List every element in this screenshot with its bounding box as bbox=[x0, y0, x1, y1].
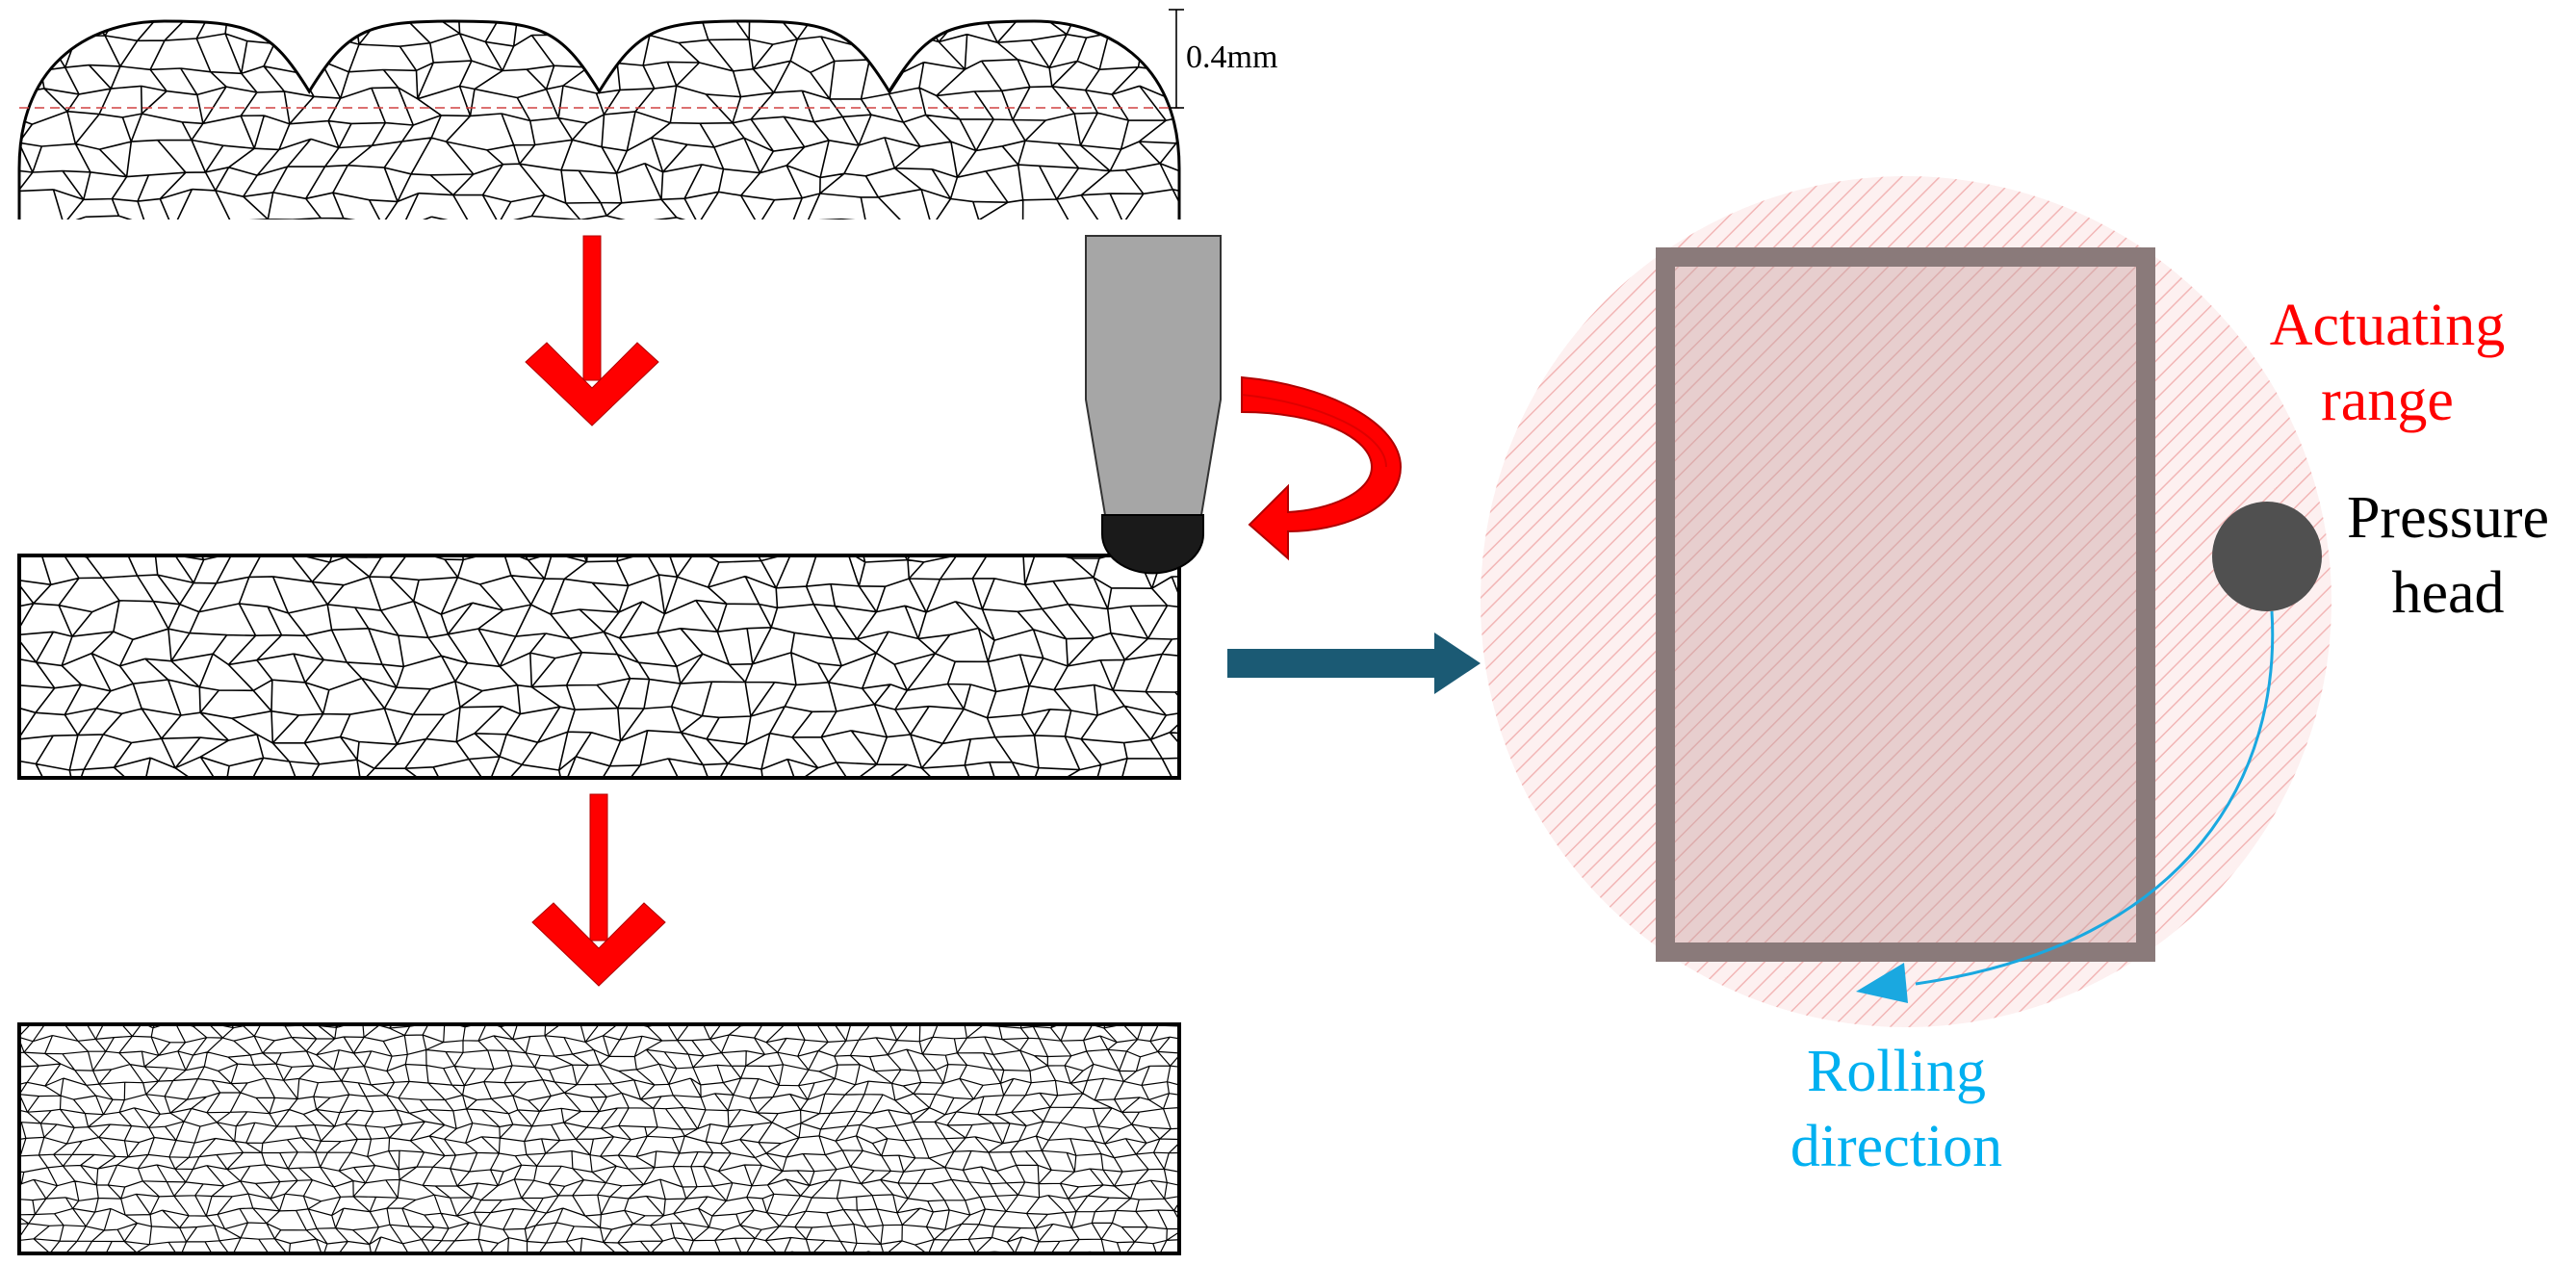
curved-rotation-arrow-icon bbox=[1241, 375, 1403, 561]
dimension-marker bbox=[1169, 9, 1184, 109]
top-view bbox=[1481, 176, 2331, 1027]
rolling-path bbox=[1915, 610, 2275, 986]
actuating-range-line1: Actuating bbox=[2269, 293, 2506, 358]
actuating-range-label: Actuating range bbox=[2243, 289, 2532, 438]
workpiece-border bbox=[1656, 247, 2155, 962]
top-grain-layer bbox=[17, 19, 1181, 219]
dimension-label: 0.4mm bbox=[1186, 39, 1277, 75]
tool-tip bbox=[1101, 514, 1204, 575]
workpiece bbox=[1665, 257, 2146, 952]
pressure-head-line2: head bbox=[2391, 559, 2505, 626]
pressure-head bbox=[2212, 502, 2322, 611]
rolling-direction-line2: direction bbox=[1790, 1113, 2003, 1179]
red-down-arrow-icon bbox=[525, 235, 659, 426]
bottom-grain-layer bbox=[17, 1022, 1181, 1255]
actuating-range-line2: range bbox=[2321, 367, 2454, 433]
rolling-direction-line1: Rolling bbox=[1806, 1039, 1987, 1104]
rolling-tool bbox=[1085, 235, 1222, 575]
rolling-direction-label: Rolling direction bbox=[1752, 1035, 2041, 1184]
red-down-arrow-icon bbox=[531, 793, 666, 987]
pressure-head-label: Pressure head bbox=[2320, 481, 2576, 631]
pressure-head-line1: Pressure bbox=[2346, 485, 2550, 551]
middle-grain-layer bbox=[17, 554, 1181, 780]
rolling-arrowhead-icon bbox=[1856, 963, 1908, 1003]
right-arrow-icon bbox=[1227, 632, 1481, 694]
